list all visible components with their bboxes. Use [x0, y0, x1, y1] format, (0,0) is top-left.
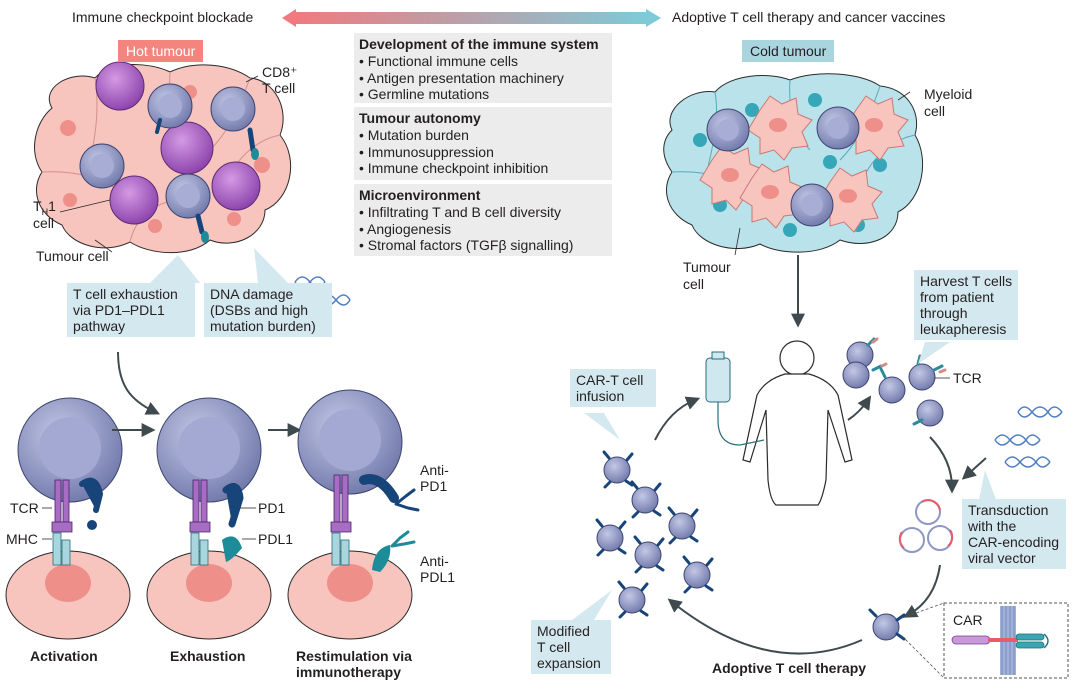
- factor-box-tumour-autonomy: Tumour autonomy • Mutation burden • Immu…: [354, 107, 612, 180]
- arrow-vector-to-cells: [961, 457, 987, 480]
- anti-pdl1-line2: PDL1: [420, 569, 456, 585]
- callout-pointer-expansion: [572, 590, 612, 620]
- viral-vector-dna-icon: [994, 406, 1063, 468]
- cold-tumour-tag: Cold tumour: [742, 40, 835, 62]
- callout-dna-damage: DNA damage (DSBs and high mutation burde…: [204, 283, 332, 337]
- stage-activation-label: Activation: [30, 648, 98, 664]
- factor-item: • Antigen presentation machinery: [359, 69, 564, 86]
- myeloid-label-line1: Myeloid: [924, 86, 973, 102]
- patient-silhouette: [742, 340, 853, 506]
- cold-tumour-cluster: [663, 73, 923, 256]
- arrow-to-infusion: [654, 396, 701, 441]
- adoptive-cycle-title: Adoptive T cell therapy: [712, 660, 867, 676]
- hot-tumour-cell-label: Tumour cell: [36, 248, 109, 264]
- anti-pd1-line2: PD1: [420, 478, 448, 494]
- callout-pointer-car-t: [584, 413, 620, 440]
- cold-tumour-cell-label-line1: Tumour: [683, 259, 731, 275]
- arrow-transduction-to-car: [903, 564, 941, 618]
- header-left-label: Immune checkpoint blockade: [72, 9, 254, 25]
- anti-pdl1-line1: Anti-: [420, 553, 449, 569]
- expanding-car-t-cells: [595, 450, 714, 619]
- factor-box-development: Development of the immune system • Funct…: [354, 33, 612, 103]
- factor-title: Development of the immune system: [359, 36, 599, 52]
- car-t-cell: [868, 608, 906, 641]
- iv-bag-icon: [705, 351, 765, 446]
- cold-tumour-cell-label-line2: cell: [683, 276, 705, 292]
- factor-item: • Immune checkpoint inhibition: [359, 160, 549, 176]
- callout-pointer-harvest: [918, 342, 950, 364]
- callout-expansion: Modified T cell expansion: [531, 620, 611, 674]
- callout-car-t-infusion: CAR-T cell infusion: [570, 369, 656, 407]
- adoptive-tcr-label: TCR: [953, 370, 982, 386]
- factor-title: Tumour autonomy: [359, 110, 481, 126]
- callout-pointer-transduction: [978, 470, 998, 505]
- hot-tumour-tag: Hot tumour: [118, 40, 204, 62]
- factor-box-microenvironment: Microenvironment • Infiltrating T and B …: [354, 184, 612, 256]
- callout-harvest: Harvest T cells from patient through leu…: [914, 270, 1018, 340]
- cd8-label-line1: CD8⁺: [262, 64, 298, 80]
- factor-item: • Stromal factors (TGFβ signalling): [359, 237, 574, 253]
- arrow-harvest-to-transduction: [929, 436, 959, 494]
- factor-title: Microenvironment: [359, 187, 481, 203]
- stage-restimulation-line2: immunotherapy: [296, 664, 402, 680]
- header-gradient-arrow: [282, 9, 661, 27]
- harvested-t-cells: [842, 337, 950, 427]
- header-right-label: Adoptive T cell therapy and cancer vacci…: [672, 9, 946, 25]
- th1-label: TH1: [33, 198, 56, 217]
- checkpoint-panel-exhaustion: [146, 397, 272, 640]
- pd1-label: PD1: [258, 500, 286, 516]
- checkpoint-panel-restimulation: [287, 389, 420, 640]
- factor-item: • Functional immune cells: [359, 53, 518, 69]
- factor-item: • Germline mutations: [359, 86, 490, 102]
- callout-exhaustion: T cell exhaustion via PD1–PDL1 pathway: [67, 283, 195, 337]
- stage-restimulation-line1: Restimulation via: [296, 648, 412, 664]
- hot-tumour-cluster: [34, 61, 351, 306]
- transduced-cells: [898, 499, 954, 553]
- factor-item: • Angiogenesis: [359, 220, 452, 237]
- myeloid-label-line2: cell: [924, 103, 946, 119]
- arrow-patient-to-harvest: [847, 395, 872, 421]
- car-detail-inset: [901, 602, 1069, 679]
- arrow-car-to-expansion: [667, 598, 863, 655]
- stage-exhaustion-label: Exhaustion: [170, 648, 246, 664]
- arrow-down-to-checkpoint: [117, 351, 161, 415]
- car-label: CAR: [953, 612, 983, 628]
- mhc-label: MHC: [6, 531, 38, 547]
- anti-pd1-line1: Anti-: [420, 462, 449, 478]
- checkpoint-panel-activation: [5, 397, 131, 640]
- cd8-label-line2: T cell: [262, 80, 296, 96]
- factor-item: • Infiltrating T and B cell diversity: [359, 204, 562, 220]
- pdl1-label: PDL1: [258, 531, 294, 547]
- factor-item: • Immunosuppression: [359, 143, 494, 160]
- th1-label-line2: cell: [33, 215, 55, 231]
- callout-transduction: Transduction with the CAR-encoding viral…: [962, 499, 1066, 569]
- tcr-label: TCR: [10, 500, 39, 516]
- factor-item: • Mutation burden: [359, 127, 469, 143]
